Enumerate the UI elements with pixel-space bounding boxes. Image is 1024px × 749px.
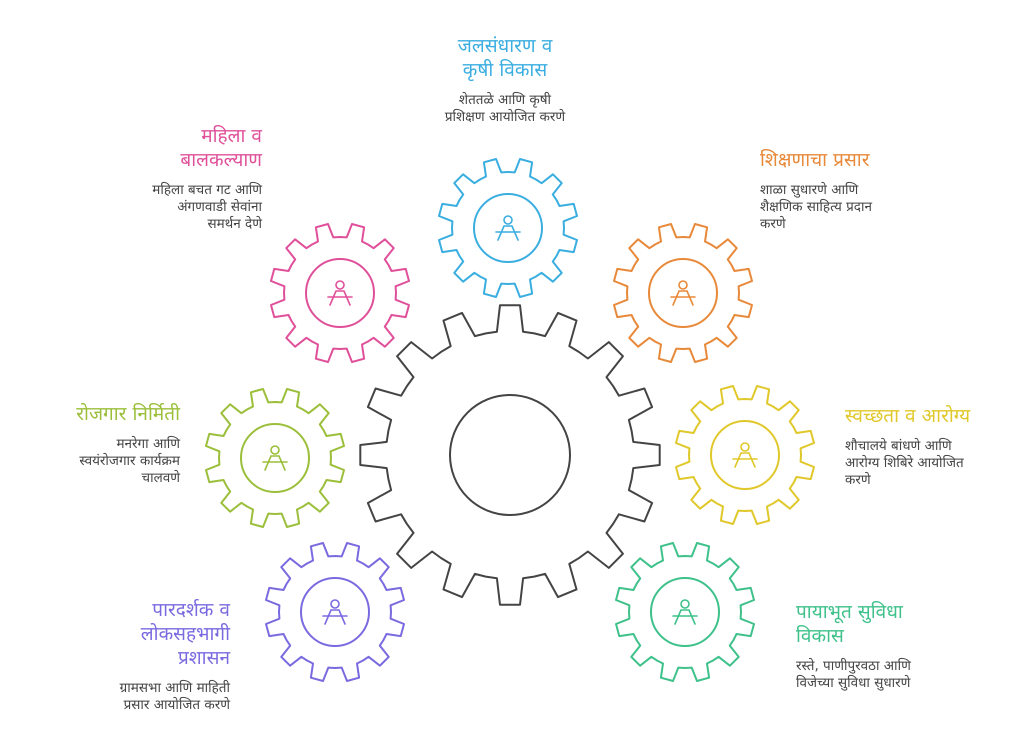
item-employment: रोजगार निर्मिती मनरेगा आणिस्वयंरोजगार का… — [0, 402, 180, 487]
desc-line: शाळा सुधारणे आणि — [760, 182, 859, 198]
title-line: जलसंधारण व — [457, 35, 553, 57]
title-line: महिला व — [201, 125, 262, 147]
farmer-icon — [495, 215, 521, 241]
gear-health — [675, 385, 815, 525]
item-desc: महिला बचत गट आणिअंगणवाडी सेवांनासमर्थन द… — [62, 182, 262, 233]
title-line: शिक्षणाचा प्रसार — [760, 149, 870, 171]
center-gear-hole — [449, 394, 571, 516]
mother-child-icon — [327, 280, 353, 306]
desc-line: रस्ते, पाणीपुरवठा आणि — [796, 658, 911, 674]
gear-hub-education — [648, 258, 718, 328]
item-desc: शेततळे आणि कृषीप्रशिक्षण आयोजित करणे — [405, 92, 605, 126]
gear-hub-governance — [300, 577, 370, 647]
gear-employment — [205, 388, 345, 528]
desc-line: समर्थन देणे — [207, 216, 262, 232]
desc-line: अंगणवाडी सेवांना — [177, 199, 262, 215]
item-health: स्वच्छता व आरोग्य शौचालये बांधणे आणिआरोग… — [845, 404, 1020, 489]
item-education: शिक्षणाचा प्रसार शाळा सुधारणे आणिशैक्षणि… — [760, 148, 980, 233]
title-line: विकास — [796, 625, 844, 647]
desc-line: शौचालये बांधणे आणि — [845, 438, 952, 454]
item-infra: पायाभूत सुविधाविकास रस्ते, पाणीपुरवठा आण… — [796, 600, 1006, 692]
desc-line: चालवणे — [141, 470, 181, 486]
desc-line: शेततळे आणि कृषी — [458, 92, 552, 108]
title-line: प्रशासन — [177, 647, 230, 669]
item-title: स्वच्छता व आरोग्य — [845, 404, 1020, 428]
worker-icon — [262, 445, 288, 471]
desc-line: करणे — [845, 472, 871, 488]
gear-education — [613, 223, 753, 363]
construction-icon — [672, 599, 698, 625]
desc-line: स्वयंरोजगार कार्यक्रम — [79, 453, 180, 469]
item-desc: ग्रामसभा आणि माहितीप्रसार आयोजित करणे — [30, 680, 230, 714]
gear-hub-health — [710, 420, 780, 490]
desc-line: प्रशिक्षण आयोजित करणे — [444, 109, 566, 125]
desc-line: ग्रामसभा आणि माहिती — [119, 680, 230, 696]
graduation-icon — [670, 280, 696, 306]
gear-hub-employment — [240, 423, 310, 493]
desc-line: विजेच्या सुविधा सुधारणे — [796, 675, 911, 691]
desc-line: मनरेगा आणि — [116, 436, 180, 452]
title-line: लोकसहभागी — [140, 623, 230, 645]
center-gear — [359, 304, 661, 606]
title-line: बालकल्याण — [180, 149, 262, 171]
gear-hub-women — [305, 258, 375, 328]
desc-line: आरोग्य शिबिरे आयोजित — [845, 455, 964, 471]
item-title: शिक्षणाचा प्रसार — [760, 148, 980, 172]
gear-water — [438, 158, 578, 298]
title-line: कृषी विकास — [462, 59, 548, 81]
title-line: स्वच्छता व आरोग्य — [845, 405, 971, 427]
community-icon — [322, 599, 348, 625]
desc-line: करणे — [760, 216, 786, 232]
gear-hub-water — [473, 193, 543, 263]
gear-governance — [265, 542, 405, 682]
hand-care-icon — [732, 442, 758, 468]
title-line: पारदर्शक व — [152, 599, 230, 621]
gear-hub-infra — [650, 577, 720, 647]
item-title: रोजगार निर्मिती — [0, 402, 180, 426]
gear-infra — [615, 542, 755, 682]
desc-line: प्रसार आयोजित करणे — [123, 697, 230, 713]
desc-line: शैक्षणिक साहित्य प्रदान — [760, 199, 872, 215]
title-line: रोजगार निर्मिती — [76, 403, 180, 425]
desc-line: महिला बचत गट आणि — [152, 182, 262, 198]
title-line: पायाभूत सुविधा — [796, 601, 903, 623]
gear-women — [270, 223, 410, 363]
item-title: पायाभूत सुविधाविकास — [796, 600, 1006, 648]
item-desc: रस्ते, पाणीपुरवठा आणिविजेच्या सुविधा सुध… — [796, 658, 1006, 692]
